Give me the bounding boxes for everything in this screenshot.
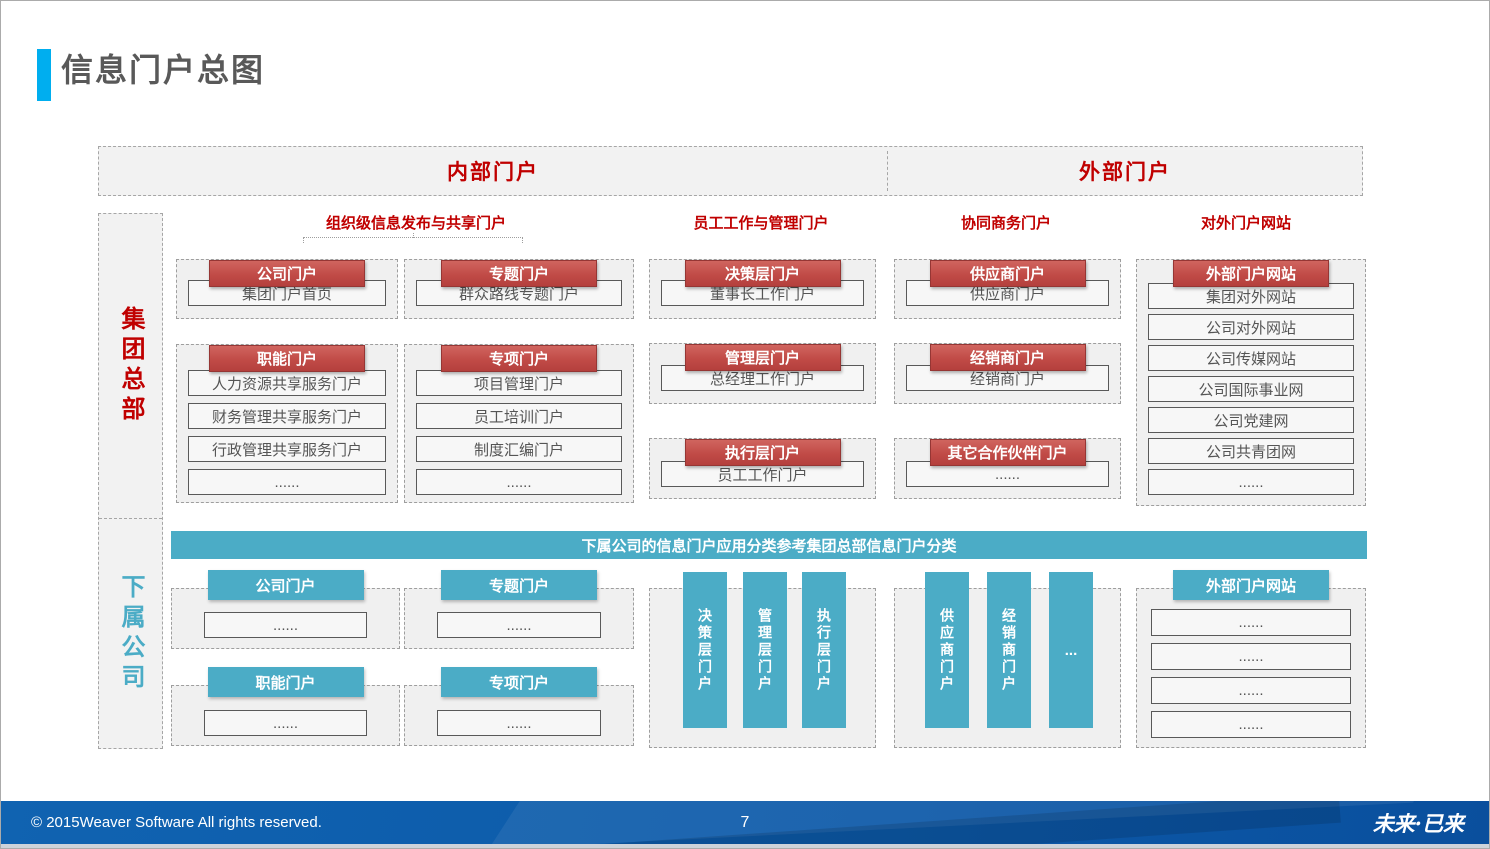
group-external-websites-header: 外部门户网站 — [1173, 260, 1329, 287]
sub-partner-bar: 供应商门户 — [925, 572, 969, 728]
group-partner-portal-header: 其它合作伙伴门户 — [929, 439, 1086, 466]
portal-item: ...... — [1151, 677, 1351, 704]
group-special-portal-header: 专项门户 — [441, 345, 597, 372]
portal-item: 公司国际事业网 — [1148, 376, 1354, 402]
page-title: 信息门户总图 — [61, 52, 266, 88]
group-partner-portal: 其它合作伙伴门户 ...... — [894, 438, 1121, 499]
group-decision-portal: 决策层门户 董事长工作门户 — [649, 259, 876, 319]
sub-group-company-portal: 公司门户 ...... — [171, 570, 400, 649]
portal-item: ...... — [1148, 469, 1354, 495]
sub-group-partner-portals: 供应商门户 经销商门户 ... — [894, 572, 1121, 748]
sub-group-function-portal-header: 职能门户 — [207, 667, 364, 697]
sub-partner-bar: 经销商门户 — [987, 572, 1031, 728]
portal-item: ...... — [416, 469, 622, 495]
title-accent-bar — [37, 49, 51, 101]
category-staff-work: 员工工作与管理门户 — [693, 214, 829, 232]
portal-item: ...... — [204, 710, 367, 736]
group-function-portal: 职能门户 人力资源共享服务门户 财务管理共享服务门户 行政管理共享服务门户 ..… — [176, 344, 398, 503]
group-supplier-portal: 供应商门户 供应商门户 — [894, 259, 1121, 319]
portal-item: 行政管理共享服务门户 — [188, 436, 386, 462]
group-management-portal-header: 管理层门户 — [684, 344, 841, 371]
sub-group-external-websites: 外部门户网站 ...... ...... ...... ...... — [1136, 570, 1366, 748]
portal-item: ...... — [1151, 711, 1351, 738]
header-divider — [887, 151, 888, 191]
group-topic-portal-header: 专题门户 — [441, 260, 597, 287]
group-special-portal: 专项门户 项目管理门户 员工培训门户 制度汇编门户 ...... — [404, 344, 634, 503]
subsidiary-banner: 下属公司的信息门户应用分类参考集团总部信息门户分类 — [171, 531, 1367, 559]
portal-item: 公司传媒网站 — [1148, 345, 1354, 371]
group-company-portal: 公司门户 集团门户首页 — [176, 259, 398, 319]
portal-item: 员工培训门户 — [416, 403, 622, 429]
sub-group-special-portal-header: 专项门户 — [441, 667, 597, 697]
portal-item: 集团对外网站 — [1148, 283, 1354, 309]
group-supplier-portal-header: 供应商门户 — [929, 260, 1086, 287]
group-company-portal-header: 公司门户 — [209, 260, 365, 287]
group-execution-portal-header: 执行层门户 — [684, 439, 841, 466]
sub-group-topic-portal: 专题门户 ...... — [404, 570, 634, 649]
category-external-site: 对外门户网站 — [1200, 214, 1291, 232]
group-external-websites: 外部门户网站 集团对外网站 公司对外网站 公司传媒网站 公司国际事业网 公司党建… — [1136, 259, 1366, 506]
portal-item: 人力资源共享服务门户 — [188, 370, 386, 396]
copyright-text: © 2015Weaver Software All rights reserve… — [31, 814, 322, 831]
row-sidebar: 集团总部 下属公司 — [98, 213, 163, 749]
group-dealer-portal: 经销商门户 经销商门户 — [894, 343, 1121, 404]
footer-bottom-strip — [1, 844, 1489, 848]
weaver-logo: 未来·已来 — [1372, 810, 1464, 836]
sub-layer-bar: 执行层门户 — [802, 572, 846, 728]
portal-item: ...... — [204, 612, 367, 638]
sub-group-company-portal-header: 公司门户 — [207, 570, 364, 600]
category-collab-business: 协同商务门户 — [960, 214, 1051, 232]
category-org-info: 组织级信息发布与共享门户 — [325, 214, 506, 232]
group-topic-portal: 专题门户 群众路线专题门户 — [404, 259, 634, 319]
group-execution-portal: 执行层门户 员工工作门户 — [649, 438, 876, 499]
group-function-portal-header: 职能门户 — [209, 345, 365, 372]
group-dealer-portal-header: 经销商门户 — [929, 344, 1086, 371]
internal-portal-header: 内部门户 — [447, 161, 539, 184]
portal-item: 项目管理门户 — [416, 370, 622, 396]
brace-connector — [303, 233, 523, 243]
portal-item: 公司党建网 — [1148, 407, 1354, 433]
portal-item: 制度汇编门户 — [416, 436, 622, 462]
group-management-portal: 管理层门户 总经理工作门户 — [649, 343, 876, 404]
portal-item: 公司对外网站 — [1148, 314, 1354, 340]
sub-group-function-portal: 职能门户 ...... — [171, 667, 400, 746]
portal-item: ...... — [437, 710, 601, 736]
portal-item: 财务管理共享服务门户 — [188, 403, 386, 429]
sub-group-external-websites-header: 外部门户网站 — [1173, 570, 1329, 600]
sub-layer-bar: 决策层门户 — [683, 572, 727, 728]
portal-item: 公司共青团网 — [1148, 438, 1354, 464]
slide-footer: 7 © 2015Weaver Software All rights reser… — [1, 801, 1489, 844]
page-number: 7 — [740, 813, 750, 831]
sub-group-special-portal: 专项门户 ...... — [404, 667, 634, 746]
external-portal-header: 外部门户 — [1079, 161, 1171, 184]
sub-group-topic-portal-header: 专题门户 — [441, 570, 597, 600]
portal-item: ...... — [188, 469, 386, 495]
portal-item: ...... — [1151, 609, 1351, 636]
sub-partner-bar-more: ... — [1049, 572, 1093, 728]
portal-item: ...... — [437, 612, 601, 638]
sub-layer-bar: 管理层门户 — [743, 572, 787, 728]
group-decision-portal-header: 决策层门户 — [684, 260, 841, 287]
sidebar-group-hq-label: 集团总部 — [99, 214, 162, 519]
sidebar-subsidiary-label: 下属公司 — [117, 573, 144, 694]
portal-type-header: 内部门户 外部门户 — [98, 146, 1363, 196]
portal-item: ...... — [1151, 643, 1351, 670]
sub-group-layer-portals: 决策层门户 管理层门户 执行层门户 — [649, 572, 876, 748]
